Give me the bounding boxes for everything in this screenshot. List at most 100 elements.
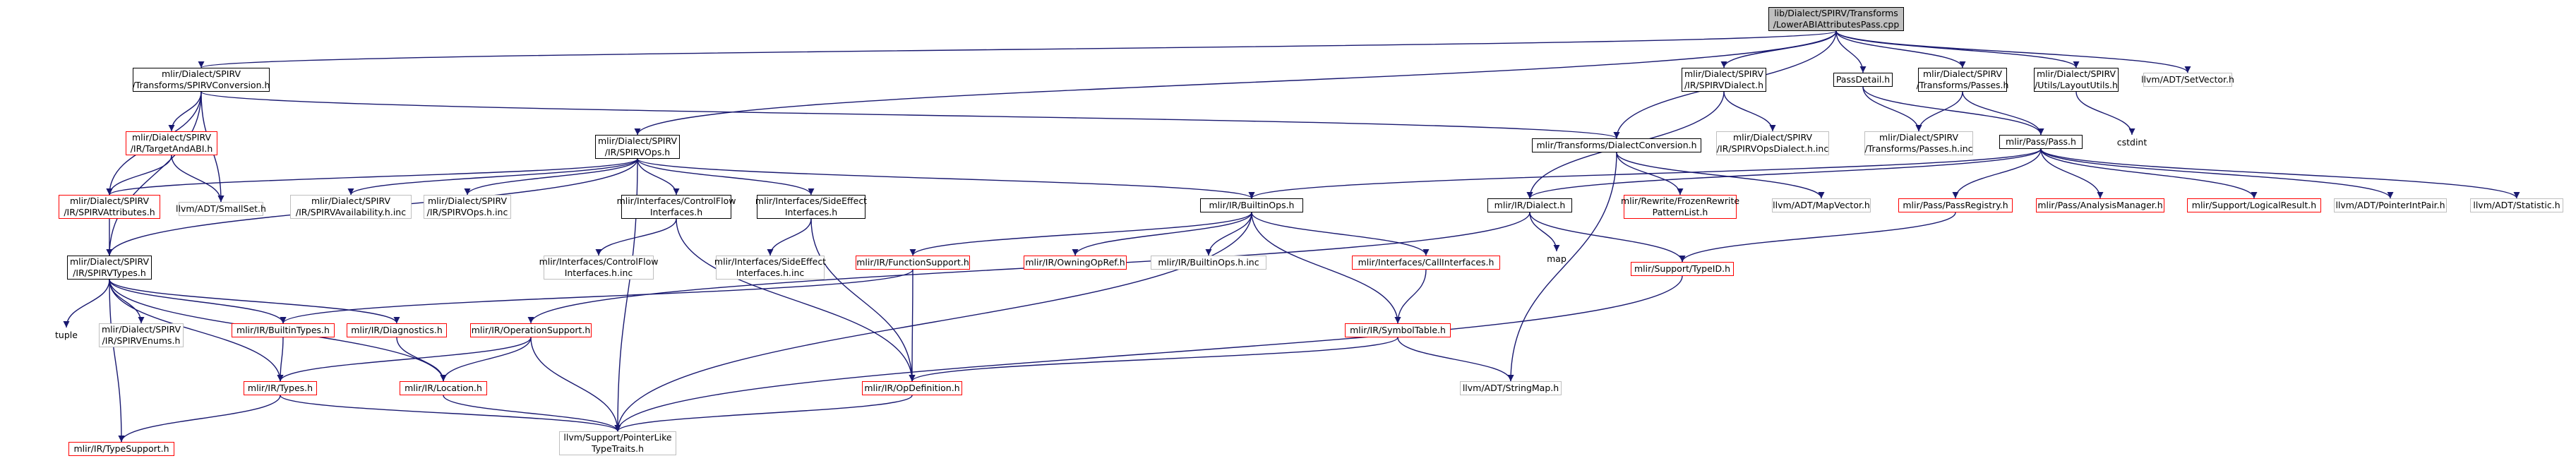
edge-root-to-layout-utils (1835, 30, 2080, 68)
edge-pass-to-analysis-manager (2040, 148, 2104, 199)
edge-types-to-type-support (118, 395, 281, 443)
node-owning-op-ref[interactable]: mlir/IR/OwningOpRef.h (1024, 256, 1127, 270)
edge-operation-support-to-pointer-like (530, 337, 621, 432)
edge-pass-to-dialect (1526, 148, 2042, 199)
node-analysis-manager[interactable]: mlir/Pass/AnalysisManager.h (2036, 198, 2164, 212)
node-location[interactable]: mlir/IR/Location.h (400, 381, 487, 395)
node-builtin-types[interactable]: mlir/IR/BuiltinTypes.h (232, 323, 335, 337)
node-set-vector[interactable]: llvm/ADT/SetVector.h (2141, 73, 2234, 87)
edge-dialect-to-map (1529, 212, 1560, 252)
node-builtin-ops[interactable]: mlir/IR/BuiltinOps.h (1200, 198, 1303, 212)
edge-pass-to-builtin-ops (1248, 148, 2042, 199)
node-small-set[interactable]: llvm/ADT/SmallSet.h (176, 202, 266, 216)
edge-transforms-passes-to-pass (1962, 91, 2044, 136)
edge-target-and-abi-to-spirv-attributes (106, 155, 172, 196)
edge-spirv-types-to-spirv-enums (109, 279, 145, 324)
node-call-interfaces[interactable]: mlir/Interfaces/CallInterfaces.h (1352, 256, 1500, 270)
node-string-map[interactable]: llvm/ADT/StringMap.h (1460, 381, 1562, 395)
node-map-vector[interactable]: llvm/ADT/MapVector.h (1772, 198, 1871, 212)
edge-pass-detail-to-passes-inc (1862, 86, 1922, 132)
edge-pass-to-pass-registry (1952, 148, 2042, 199)
node-operation-support[interactable]: mlir/IR/OperationSupport.h (470, 323, 592, 337)
edge-builtin-ops-to-call-interfaces (1251, 212, 1430, 256)
node-type-id[interactable]: mlir/Support/TypeID.h (1631, 262, 1734, 276)
edge-spirv-ops-to-control-flow (637, 158, 680, 196)
node-passes-inc[interactable]: mlir/Dialect/SPIRV /Transforms/Passes.h.… (1864, 131, 1973, 155)
edge-dialect-conversion-to-string-map (1507, 152, 1617, 382)
edge-diagnostics-to-location (396, 337, 447, 382)
edge-control-flow-to-op-definition (676, 218, 916, 382)
node-spirv-conversion[interactable]: mlir/Dialect/SPIRV /Transforms/SPIRVConv… (132, 68, 270, 92)
edge-spirv-ops-to-spirv-ops-inc (464, 158, 638, 196)
node-pointer-int-pair[interactable]: llvm/ADT/PointerIntPair.h (2334, 198, 2447, 212)
edge-types-to-pointer-like (280, 395, 621, 432)
edge-spirv-ops-to-builtin-ops (637, 158, 1255, 199)
node-root-lower-abi-attributes-pass[interactable]: lib/Dialect/SPIRV/Transforms /LowerABIAt… (1768, 7, 1904, 31)
edge-pass-to-logical-result (2040, 148, 2258, 199)
node-pointer-like-type-traits[interactable]: llvm/Support/PointerLike TypeTraits.h (559, 431, 676, 455)
node-pass[interactable]: mlir/Pass/Pass.h (1999, 135, 2083, 149)
edge-symbol-table-to-op-definition (909, 337, 1398, 382)
node-spirv-ops[interactable]: mlir/Dialect/SPIRV /IR/SPIRVOps.h (595, 135, 680, 159)
node-spirv-dialect[interactable]: mlir/Dialect/SPIRV /IR/SPIRVDialect.h (1682, 68, 1766, 92)
edge-root-to-set-vector (1835, 30, 2191, 73)
node-cstdint[interactable]: cstdint (2116, 136, 2147, 148)
node-types[interactable]: mlir/IR/Types.h (244, 381, 317, 395)
edge-spirv-ops-to-spirv-attributes (106, 158, 638, 196)
edge-function-support-to-builtin-types (280, 269, 913, 324)
node-builtin-ops-inc[interactable]: mlir/IR/BuiltinOps.h.inc (1151, 256, 1266, 270)
edge-spirv-ops-to-spirv-availability (347, 158, 638, 196)
node-control-flow-interfaces-inc[interactable]: mlir/Interfaces/ControlFlow Interfaces.h… (539, 256, 659, 280)
node-symbol-table[interactable]: mlir/IR/SymbolTable.h (1345, 323, 1451, 337)
node-spirv-enums[interactable]: mlir/Dialect/SPIRV /IR/SPIRVEnums.h (99, 323, 184, 347)
node-control-flow-interfaces[interactable]: mlir/Interfaces/ControlFlow Interfaces.h (616, 195, 736, 219)
node-pass-registry[interactable]: mlir/Pass/PassRegistry.h (1898, 198, 2013, 212)
edge-builtin-ops-to-pointer-like (614, 212, 1252, 432)
edge-spirv-types-to-type-support (109, 279, 125, 443)
node-frozen-rewrite-pattern-list[interactable]: mlir/Rewrite/FrozenRewrite PatternList.h (1620, 195, 1740, 219)
node-side-effect-interfaces[interactable]: mlir/Interfaces/SideEffect Interfaces.h (755, 195, 868, 219)
node-diagnostics[interactable]: mlir/IR/Diagnostics.h (347, 323, 447, 337)
edge-operation-support-to-types (277, 337, 532, 382)
node-logical-result[interactable]: mlir/Support/LogicalResult.h (2187, 198, 2321, 212)
edge-spirv-conversion-to-target-and-abi (168, 91, 202, 132)
edge-spirv-types-to-types (109, 279, 284, 382)
node-pass-detail[interactable]: PassDetail.h (1833, 73, 1893, 87)
node-side-effect-interfaces-inc[interactable]: mlir/Interfaces/SideEffect Interfaces.h.… (714, 256, 827, 280)
node-map[interactable]: map (1547, 253, 1566, 264)
node-function-support[interactable]: mlir/IR/FunctionSupport.h (856, 256, 970, 270)
node-target-and-abi[interactable]: mlir/Dialect/SPIRV /IR/TargetAndABI.h (126, 131, 217, 155)
edge-side-effect-to-op-definition (810, 218, 916, 382)
node-type-support[interactable]: mlir/IR/TypeSupport.h (68, 442, 174, 456)
edge-spirv-conversion-to-spirv-types (106, 91, 202, 256)
edge-symbol-table-to-string-map (1397, 337, 1514, 382)
node-spirv-ops-dialect-inc[interactable]: mlir/Dialect/SPIRV /IR/SPIRVOpsDialect.h… (1716, 131, 1829, 155)
edge-spirv-dialect-to-spirv-ops-dialect-inc (1723, 91, 1776, 132)
node-dialect-conversion[interactable]: mlir/Transforms/DialectConversion.h (1532, 138, 1701, 152)
node-spirv-availability[interactable]: mlir/Dialect/SPIRV /IR/SPIRVAvailability… (290, 195, 412, 219)
edge-dialect-conversion-to-map-vector (1616, 152, 1825, 199)
edge-op-definition-to-pointer-like (614, 395, 913, 432)
node-tuple[interactable]: tuple (55, 329, 78, 340)
edge-root-to-spirv-conversion (198, 30, 1837, 68)
node-op-definition[interactable]: mlir/IR/OpDefinition.h (862, 381, 962, 395)
node-statistic[interactable]: llvm/ADT/Statistic.h (2470, 198, 2563, 212)
edge-builtin-ops-to-function-support (909, 212, 1252, 256)
edge-builtin-ops-to-symbol-table (1251, 212, 1401, 324)
node-spirv-ops-inc[interactable]: mlir/Dialect/SPIRV /IR/SPIRVOps.h.inc (424, 195, 511, 219)
edge-pass-detail-to-pass (1862, 86, 2044, 136)
node-dialect[interactable]: mlir/IR/Dialect.h (1487, 198, 1572, 212)
edge-root-to-transforms-passes (1835, 30, 1966, 68)
edge-transforms-passes-to-passes-inc (1915, 91, 1963, 132)
edge-type-id-to-pointer-like (614, 275, 1683, 432)
node-spirv-types[interactable]: mlir/Dialect/SPIRV /IR/SPIRVTypes.h (67, 256, 152, 280)
edge-spirv-types-to-diagnostics (109, 279, 400, 324)
edge-builtin-types-to-types (277, 337, 284, 382)
node-layout-utils[interactable]: mlir/Dialect/SPIRV /Utils/LayoutUtils.h (2034, 68, 2119, 92)
node-spirv-attributes[interactable]: mlir/Dialect/SPIRV /IR/SPIRVAttributes.h (59, 195, 160, 219)
edge-pass-to-pointer-int-pair (2040, 148, 2394, 199)
node-spirv-transforms-passes[interactable]: mlir/Dialect/SPIRV /Transforms/Passes.h (1916, 68, 2009, 92)
edge-pass-registry-to-type-id (1679, 212, 1956, 263)
edge-dialect-to-type-id (1529, 212, 1686, 263)
